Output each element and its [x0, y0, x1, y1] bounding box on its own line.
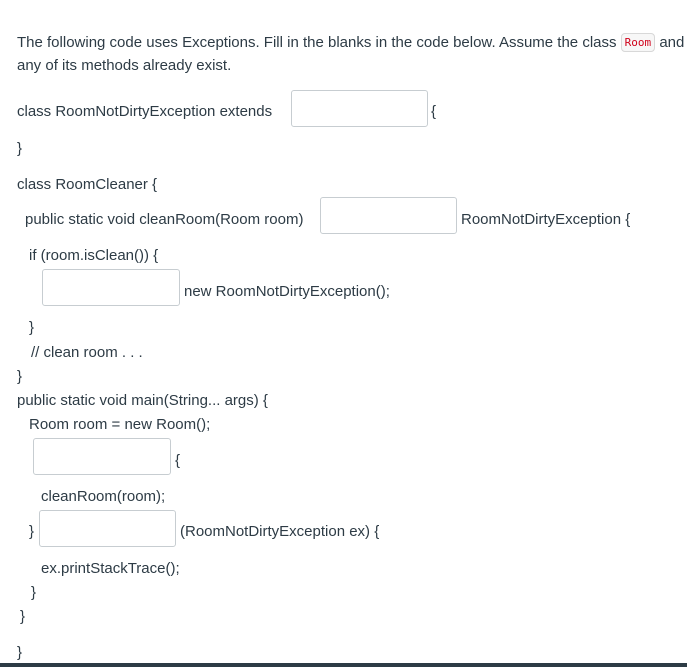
catch-close-brace: }	[31, 584, 37, 601]
cleanroom-close-brace: }	[17, 368, 23, 385]
try-blank-input[interactable]	[33, 438, 171, 475]
if-clean-line: if (room.isClean()) {	[29, 247, 159, 264]
clean-room-comment: // clean room . . .	[31, 344, 143, 361]
new-exception-line: new RoomNotDirtyException();	[184, 283, 390, 300]
question-text: The following code uses Exceptions. Fill…	[17, 31, 687, 77]
cleaner-close-brace: }	[17, 644, 23, 661]
catch-blank-input[interactable]	[39, 510, 176, 547]
catch-tail-line: (RoomNotDirtyException ex) {	[180, 523, 380, 540]
question-text-part-2: and any of its methods already exist.	[17, 34, 685, 74]
main-signature: public static void main(String... args) …	[17, 392, 268, 409]
room-class-code: Room	[620, 33, 656, 52]
call-cleanroom-line: cleanRoom(room);	[41, 488, 166, 505]
cleanroom-signature: public static void cleanRoom(Room room)	[25, 211, 304, 228]
bottom-border	[0, 663, 687, 667]
room-new-line: Room room = new Room();	[29, 416, 211, 433]
cleanroom-signature-tail: RoomNotDirtyException {	[461, 211, 631, 228]
main-close-brace: }	[20, 608, 26, 625]
throw-blank-input[interactable]	[42, 269, 180, 306]
try-open-brace: {	[175, 452, 181, 469]
try-close-brace: }	[29, 523, 35, 540]
class-open-brace: {	[431, 103, 437, 120]
class-close-brace: }	[17, 140, 23, 157]
if-close-brace: }	[29, 319, 35, 336]
throws-blank-input[interactable]	[320, 197, 457, 234]
cleaner-class-decl: class RoomCleaner {	[17, 176, 158, 193]
question-text-part-1: The following code uses Exceptions. Fill…	[17, 34, 617, 51]
extends-blank-input[interactable]	[291, 90, 428, 127]
print-stack-line: ex.printStackTrace();	[41, 560, 180, 577]
class-decl-line: class RoomNotDirtyException extends	[17, 103, 273, 120]
